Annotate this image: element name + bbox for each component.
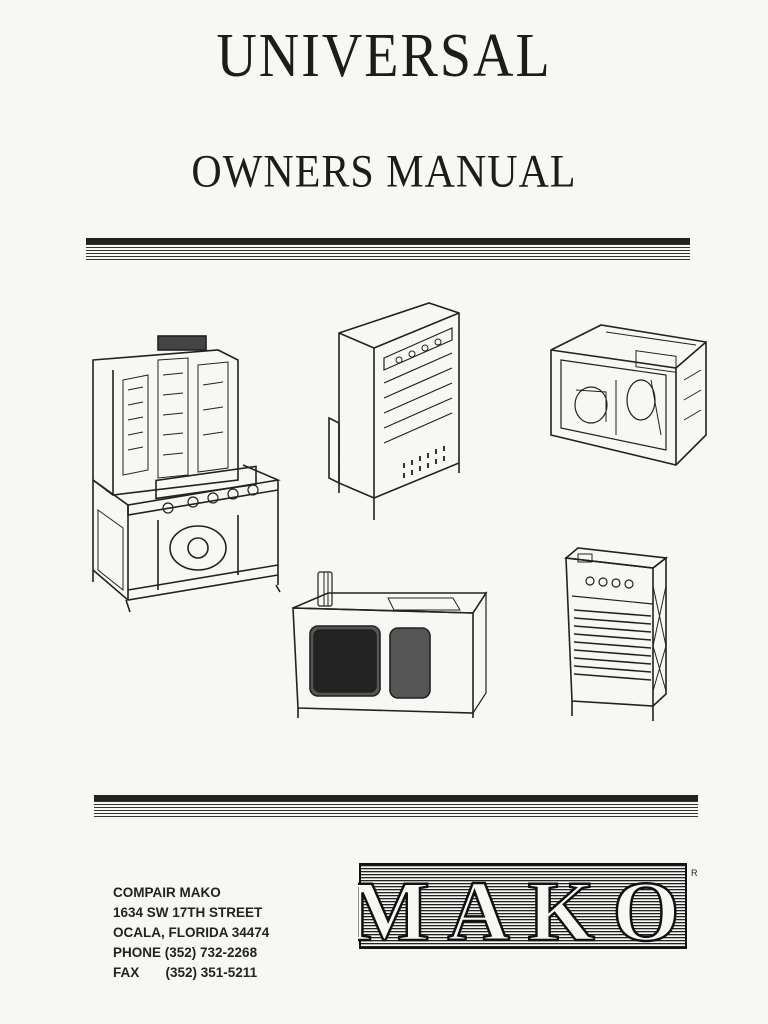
skid-frame-compressor-icon: [550, 324, 707, 466]
low-cabinet-compressor-icon: [292, 571, 488, 718]
company-fax: FAX (352) 351-5211: [113, 965, 258, 980]
open-frame-compressor-icon: [92, 335, 281, 613]
registered-mark: R: [691, 868, 698, 878]
bottom-divider-rule: [94, 795, 698, 817]
tall-cabinet-compressor-icon: [564, 547, 669, 721]
mako-logo-graphic: MAKO R: [347, 862, 698, 961]
document-subtitle: OWNERS MANUAL: [191, 146, 577, 198]
top-divider-rule: [86, 238, 690, 260]
company-phone: PHONE (352) 732-2268: [113, 945, 258, 960]
logo-text: MAKO: [358, 863, 698, 952]
company-city: OCALA, FLORIDA 34474: [113, 925, 270, 940]
company-address-block: COMPAIR MAKO 1634 SW 17TH STREET OCALA, …: [113, 883, 269, 983]
mako-logo: MAKO R: [347, 862, 698, 961]
company-street: 1634 SW 17TH STREET: [113, 905, 263, 920]
document-title: UNIVERSAL: [216, 21, 552, 91]
company-name: COMPAIR MAKO: [113, 885, 221, 900]
enclosed-cabinet-compressor-icon: [328, 302, 460, 520]
